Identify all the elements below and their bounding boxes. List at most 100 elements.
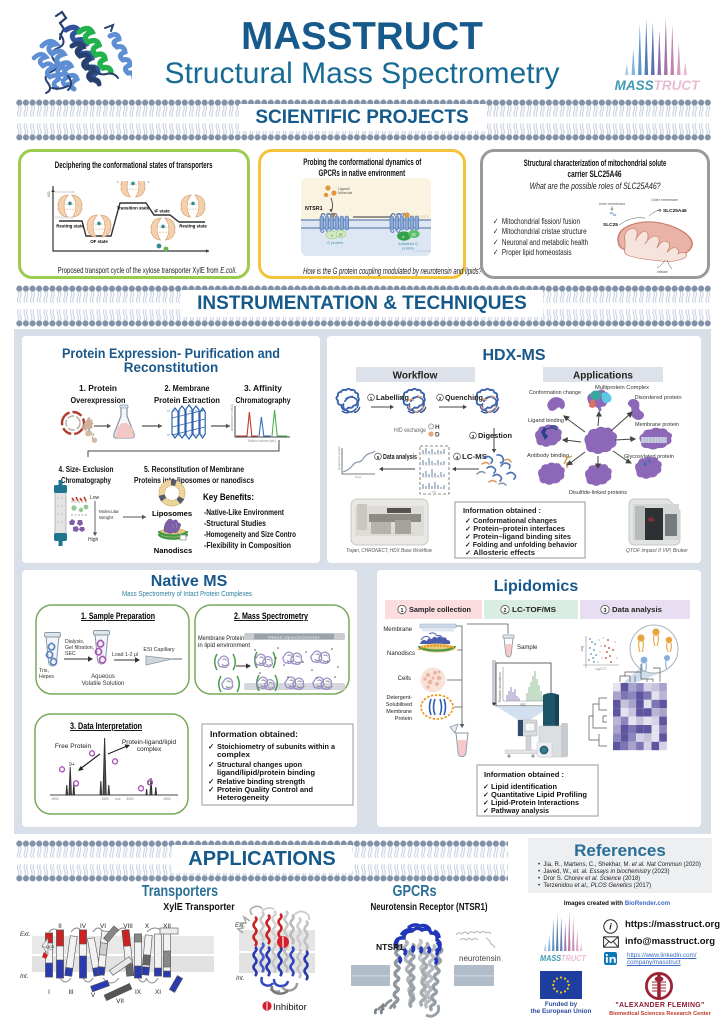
svg-text:Lipid identification: Lipid identification xyxy=(491,784,557,791)
svg-text:Cytoplasm: Cytoplasm xyxy=(413,249,431,253)
svg-text:Ligand binding: Ligand binding xyxy=(528,418,564,424)
svg-text:✓ Protein–protein interfaces: ✓ Protein–protein interfaces xyxy=(465,524,565,533)
svg-text:✓: ✓ xyxy=(208,785,214,794)
svg-text:1: 1 xyxy=(370,396,373,401)
svg-text:2500: 2500 xyxy=(101,797,108,801)
svg-text:D: D xyxy=(435,432,440,439)
svg-text:Information obtained :: Information obtained : xyxy=(484,770,564,779)
svg-text:m/z: m/z xyxy=(520,703,526,707)
svg-text:Applications: Applications xyxy=(573,371,633,382)
svg-text:Low: Low xyxy=(90,495,100,501)
svg-text:Gel filtration,: Gel filtration, xyxy=(65,645,94,651)
svg-text:βγ: βγ xyxy=(339,233,343,237)
svg-text:LC-MS: LC-MS xyxy=(462,452,487,461)
svg-text:3: 3 xyxy=(472,434,475,439)
svg-text:1: 1 xyxy=(401,608,404,614)
svg-text:Protein Expression- Purificati: Protein Expression- Purification and xyxy=(62,346,280,361)
svg-text:IX: IX xyxy=(135,989,142,996)
svg-text:Quantitative Lipid Profiling: Quantitative Lipid Profiling xyxy=(491,792,587,799)
svg-text:Extracellular: Extracellular xyxy=(55,190,76,194)
svg-text:-Homogeneity and Size Contro: -Homogeneity and Size Contro xyxy=(204,529,296,539)
svg-text:Inhibitor: Inhibitor xyxy=(273,1002,307,1013)
svg-text:Membrane Protein: Membrane Protein xyxy=(198,635,244,642)
svg-text:NTSR1: NTSR1 xyxy=(376,942,404,952)
svg-text:NTSR1: NTSR1 xyxy=(305,206,323,212)
svg-text:-Structural Studies: -Structural Studies xyxy=(204,518,266,528)
svg-text:Elution volume (mL): Elution volume (mL) xyxy=(248,439,276,443)
svg-text:9+: 9+ xyxy=(69,762,75,768)
svg-text:OD5: OD5 xyxy=(46,944,55,949)
svg-text:Membrane: Membrane xyxy=(386,709,412,715)
svg-text:MASSTRUCT: MASSTRUCT xyxy=(615,78,702,93)
svg-text:Molecular: Molecular xyxy=(99,509,119,514)
svg-text:SEC: SEC xyxy=(65,651,76,657)
svg-text:Structural changes upon: Structural changes upon xyxy=(217,760,302,769)
svg-text:Int.: Int. xyxy=(20,974,28,980)
svg-text:-log: -log xyxy=(580,646,584,652)
svg-text:Intracellular: Intracellular xyxy=(55,216,74,220)
svg-text:neurotensin: neurotensin xyxy=(459,954,501,963)
svg-text:II: II xyxy=(58,923,62,930)
svg-text:Activated G: Activated G xyxy=(398,242,418,246)
svg-text:-Flexibility in Composition: -Flexibility in Composition xyxy=(204,540,291,550)
svg-text:complex: complex xyxy=(137,746,162,753)
svg-text:3: 3 xyxy=(604,608,607,614)
svg-text:Solubilised: Solubilised xyxy=(386,702,412,708)
svg-text:Protein: Protein xyxy=(395,716,412,722)
svg-text:i: i xyxy=(609,922,612,932)
svg-text:Trajan, CHRONECT, HDX Base Wor: Trajan, CHRONECT, HDX Base Workflow xyxy=(346,548,432,554)
svg-text:Free Protein: Free Protein xyxy=(55,743,92,750)
svg-text:α: α xyxy=(331,234,333,238)
svg-text:✓: ✓ xyxy=(483,784,489,791)
svg-text:VIII: VIII xyxy=(123,923,133,930)
svg-text:Ext.: Ext. xyxy=(235,923,245,929)
svg-text:I: I xyxy=(48,989,50,996)
svg-text:Mass Spectrometry of Intact Pr: Mass Spectrometry of Intact Protein Comp… xyxy=(122,589,252,598)
svg-text:Aqueous: Aqueous xyxy=(91,674,115,680)
svg-text:Int.: Int. xyxy=(236,976,244,982)
svg-text:HDX-MS: HDX-MS xyxy=(482,347,545,364)
svg-text:XII: XII xyxy=(163,923,171,930)
svg-text:Labelling: Labelling xyxy=(376,393,409,402)
svg-text:in lipid environment: in lipid environment xyxy=(198,642,250,649)
svg-text:Quenching: Quenching xyxy=(445,393,483,402)
svg-text:✓: ✓ xyxy=(483,800,489,807)
svg-text:Relative abundance: Relative abundance xyxy=(498,672,502,702)
svg-text:-Native-Like Environment: -Native-Like Environment xyxy=(204,507,284,517)
svg-text:Overexpression: Overexpression xyxy=(71,395,126,405)
svg-text:ligand/lipid/protein binding: ligand/lipid/protein binding xyxy=(217,768,315,777)
svg-text:X: X xyxy=(145,923,150,930)
svg-text:Protein Quality Control and: Protein Quality Control and xyxy=(217,785,313,794)
svg-text:Transition state: Transition state xyxy=(117,206,150,211)
svg-text:Lipid-Protein Interactions: Lipid-Protein Interactions xyxy=(491,800,579,807)
svg-text:Absorbance (mAU): Absorbance (mAU) xyxy=(230,404,234,431)
svg-text:2. Membrane: 2. Membrane xyxy=(165,383,210,393)
svg-text:Mass Spectrometer: Mass Spectrometer xyxy=(268,634,321,639)
svg-text:Chromatography: Chromatography xyxy=(61,475,111,485)
svg-text:Data analysis: Data analysis xyxy=(612,605,662,614)
svg-text:High: High xyxy=(88,537,99,543)
svg-text:Inner membrane: Inner membrane xyxy=(599,202,625,206)
svg-text:Dialysis,: Dialysis, xyxy=(65,639,84,645)
svg-text:H/D exchange: H/D exchange xyxy=(394,427,426,434)
svg-text:α: α xyxy=(402,235,405,239)
svg-text:Multiprotein Complex: Multiprotein Complex xyxy=(595,385,650,391)
svg-text:Sample: Sample xyxy=(517,645,538,651)
svg-text:Liposomes: Liposomes xyxy=(152,509,192,518)
svg-text:Cells: Cells xyxy=(398,676,411,682)
svg-text:Time: Time xyxy=(355,475,362,479)
svg-text:Antibody binding: Antibody binding xyxy=(527,453,569,459)
svg-text:Hepes: Hepes xyxy=(39,674,54,680)
svg-text:Workflow: Workflow xyxy=(393,371,438,382)
svg-text:βγ: βγ xyxy=(412,233,416,237)
svg-text:VI: VI xyxy=(100,923,106,930)
svg-text:XI: XI xyxy=(155,989,161,996)
svg-text:Detergent-: Detergent- xyxy=(387,695,413,701)
svg-text:Load 1-2 µl: Load 1-2 µl xyxy=(112,652,138,658)
svg-text:Ligand/: Ligand/ xyxy=(338,187,350,191)
svg-text:ΔG: ΔG xyxy=(47,191,51,197)
svg-text:Disordered protein: Disordered protein xyxy=(635,395,682,401)
svg-text:m/z: m/z xyxy=(432,490,437,494)
svg-text:5: 5 xyxy=(377,455,380,460)
svg-text:2: 2 xyxy=(439,396,442,401)
